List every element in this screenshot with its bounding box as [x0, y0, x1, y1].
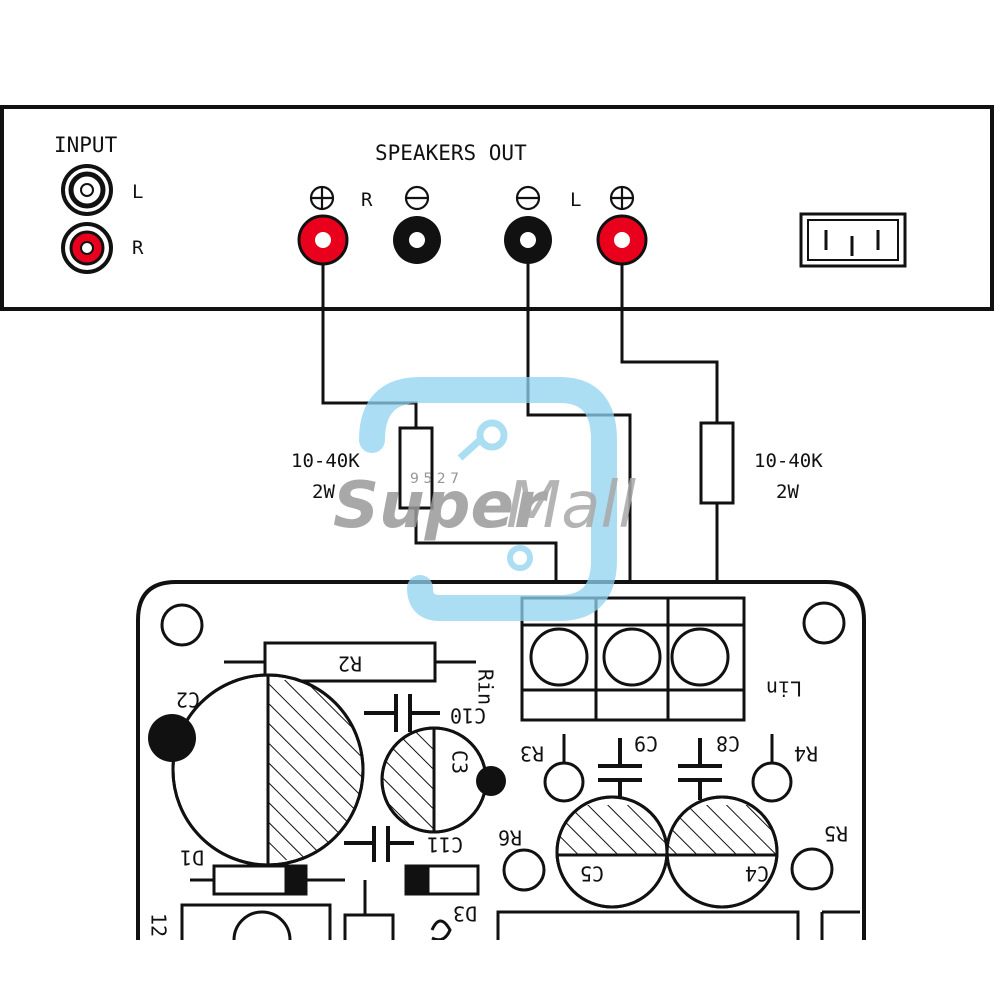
c9-label: C9: [634, 732, 658, 756]
d3-label: D3: [453, 902, 477, 926]
d1-label: D1: [180, 846, 204, 870]
resistor-r2: [224, 641, 476, 683]
plus-symbol-right: [309, 185, 335, 211]
c2-label: C2: [176, 688, 200, 712]
speakers-out-label: SPEAKERS OUT: [375, 141, 527, 165]
r2-label: R2: [338, 652, 362, 676]
rin-label: Rin: [474, 669, 498, 705]
speaker-right-label: R: [361, 189, 373, 211]
minus-symbol-right: [404, 185, 430, 211]
amplifier-rear-panel: INPUT L R SPEAKERS OUT R L: [0, 105, 994, 311]
watermark-brand-b: Mall: [506, 469, 636, 543]
input-label: INPUT: [54, 133, 118, 157]
input-jack-right: [61, 222, 113, 274]
c3-label: C3: [448, 750, 472, 774]
lin-label: Lin: [766, 677, 802, 701]
capacitor-c2: [148, 673, 365, 867]
resistor-r6: [502, 848, 546, 892]
panel-outline: [0, 105, 994, 311]
resistor-right-value: 10-40K: [291, 450, 360, 472]
resistor-r3: [543, 734, 585, 803]
mounting-hole-left: [160, 603, 204, 647]
resistor-r5: [790, 847, 834, 891]
diode-d1: [190, 864, 345, 896]
c5-label: C5: [580, 862, 604, 886]
input-left-label: L: [132, 181, 143, 203]
mounting-hole-right: [802, 601, 846, 645]
wire-left-positive: [620, 264, 719, 423]
resistor-right: [398, 426, 434, 510]
terminal-right-positive: [297, 214, 349, 266]
capacitor-c8: [678, 738, 722, 800]
capacitor-c3: [380, 726, 506, 834]
c4-label: C4: [745, 862, 769, 886]
c10-label: C10: [450, 704, 486, 728]
watermark-digits: 9 5 2 7: [410, 471, 459, 487]
minus-symbol-left: [515, 185, 541, 211]
resistor-left: [699, 421, 735, 505]
terminal-right-negative: [393, 216, 441, 264]
c11-label: C11: [427, 833, 463, 857]
watermark-brand-a: Super: [333, 469, 549, 543]
resistor-left-value: 10-40K: [754, 450, 823, 472]
capacitor-c5: [555, 795, 669, 909]
r3-label: R3: [520, 742, 544, 766]
resistor-left-power: 2W: [776, 481, 799, 503]
diode-d3: [404, 864, 480, 896]
terminal-left-positive: [596, 214, 648, 266]
wire-resistor-right-out: [414, 508, 558, 600]
label-12-partial: 12: [147, 913, 171, 937]
amplifier-pcb: R2 Rin Lin C2 C10 C3: [136, 580, 866, 940]
r6-label: R6: [498, 826, 522, 850]
watermark-logo: [359, 377, 617, 621]
input-right-label: R: [132, 237, 144, 259]
capacitor-c9: [598, 738, 642, 800]
plus-symbol-left: [609, 185, 635, 211]
speaker-left-label: L: [570, 189, 581, 211]
terminal-left-negative: [504, 216, 552, 264]
capacitor-c10: [364, 694, 440, 732]
power-inlet-icon: [799, 212, 907, 268]
c8-label: C8: [716, 732, 740, 756]
r5-label: R5: [824, 822, 848, 846]
capacitor-c11: [344, 826, 414, 862]
input-jack-left: [61, 164, 113, 216]
wire-left-negative: [526, 264, 632, 600]
resistor-r4: [751, 734, 793, 803]
resistor-right-power: 2W: [312, 481, 335, 503]
capacitor-c4: [665, 795, 779, 909]
bottom-components: [180, 880, 860, 940]
r4-label: R4: [794, 742, 818, 766]
